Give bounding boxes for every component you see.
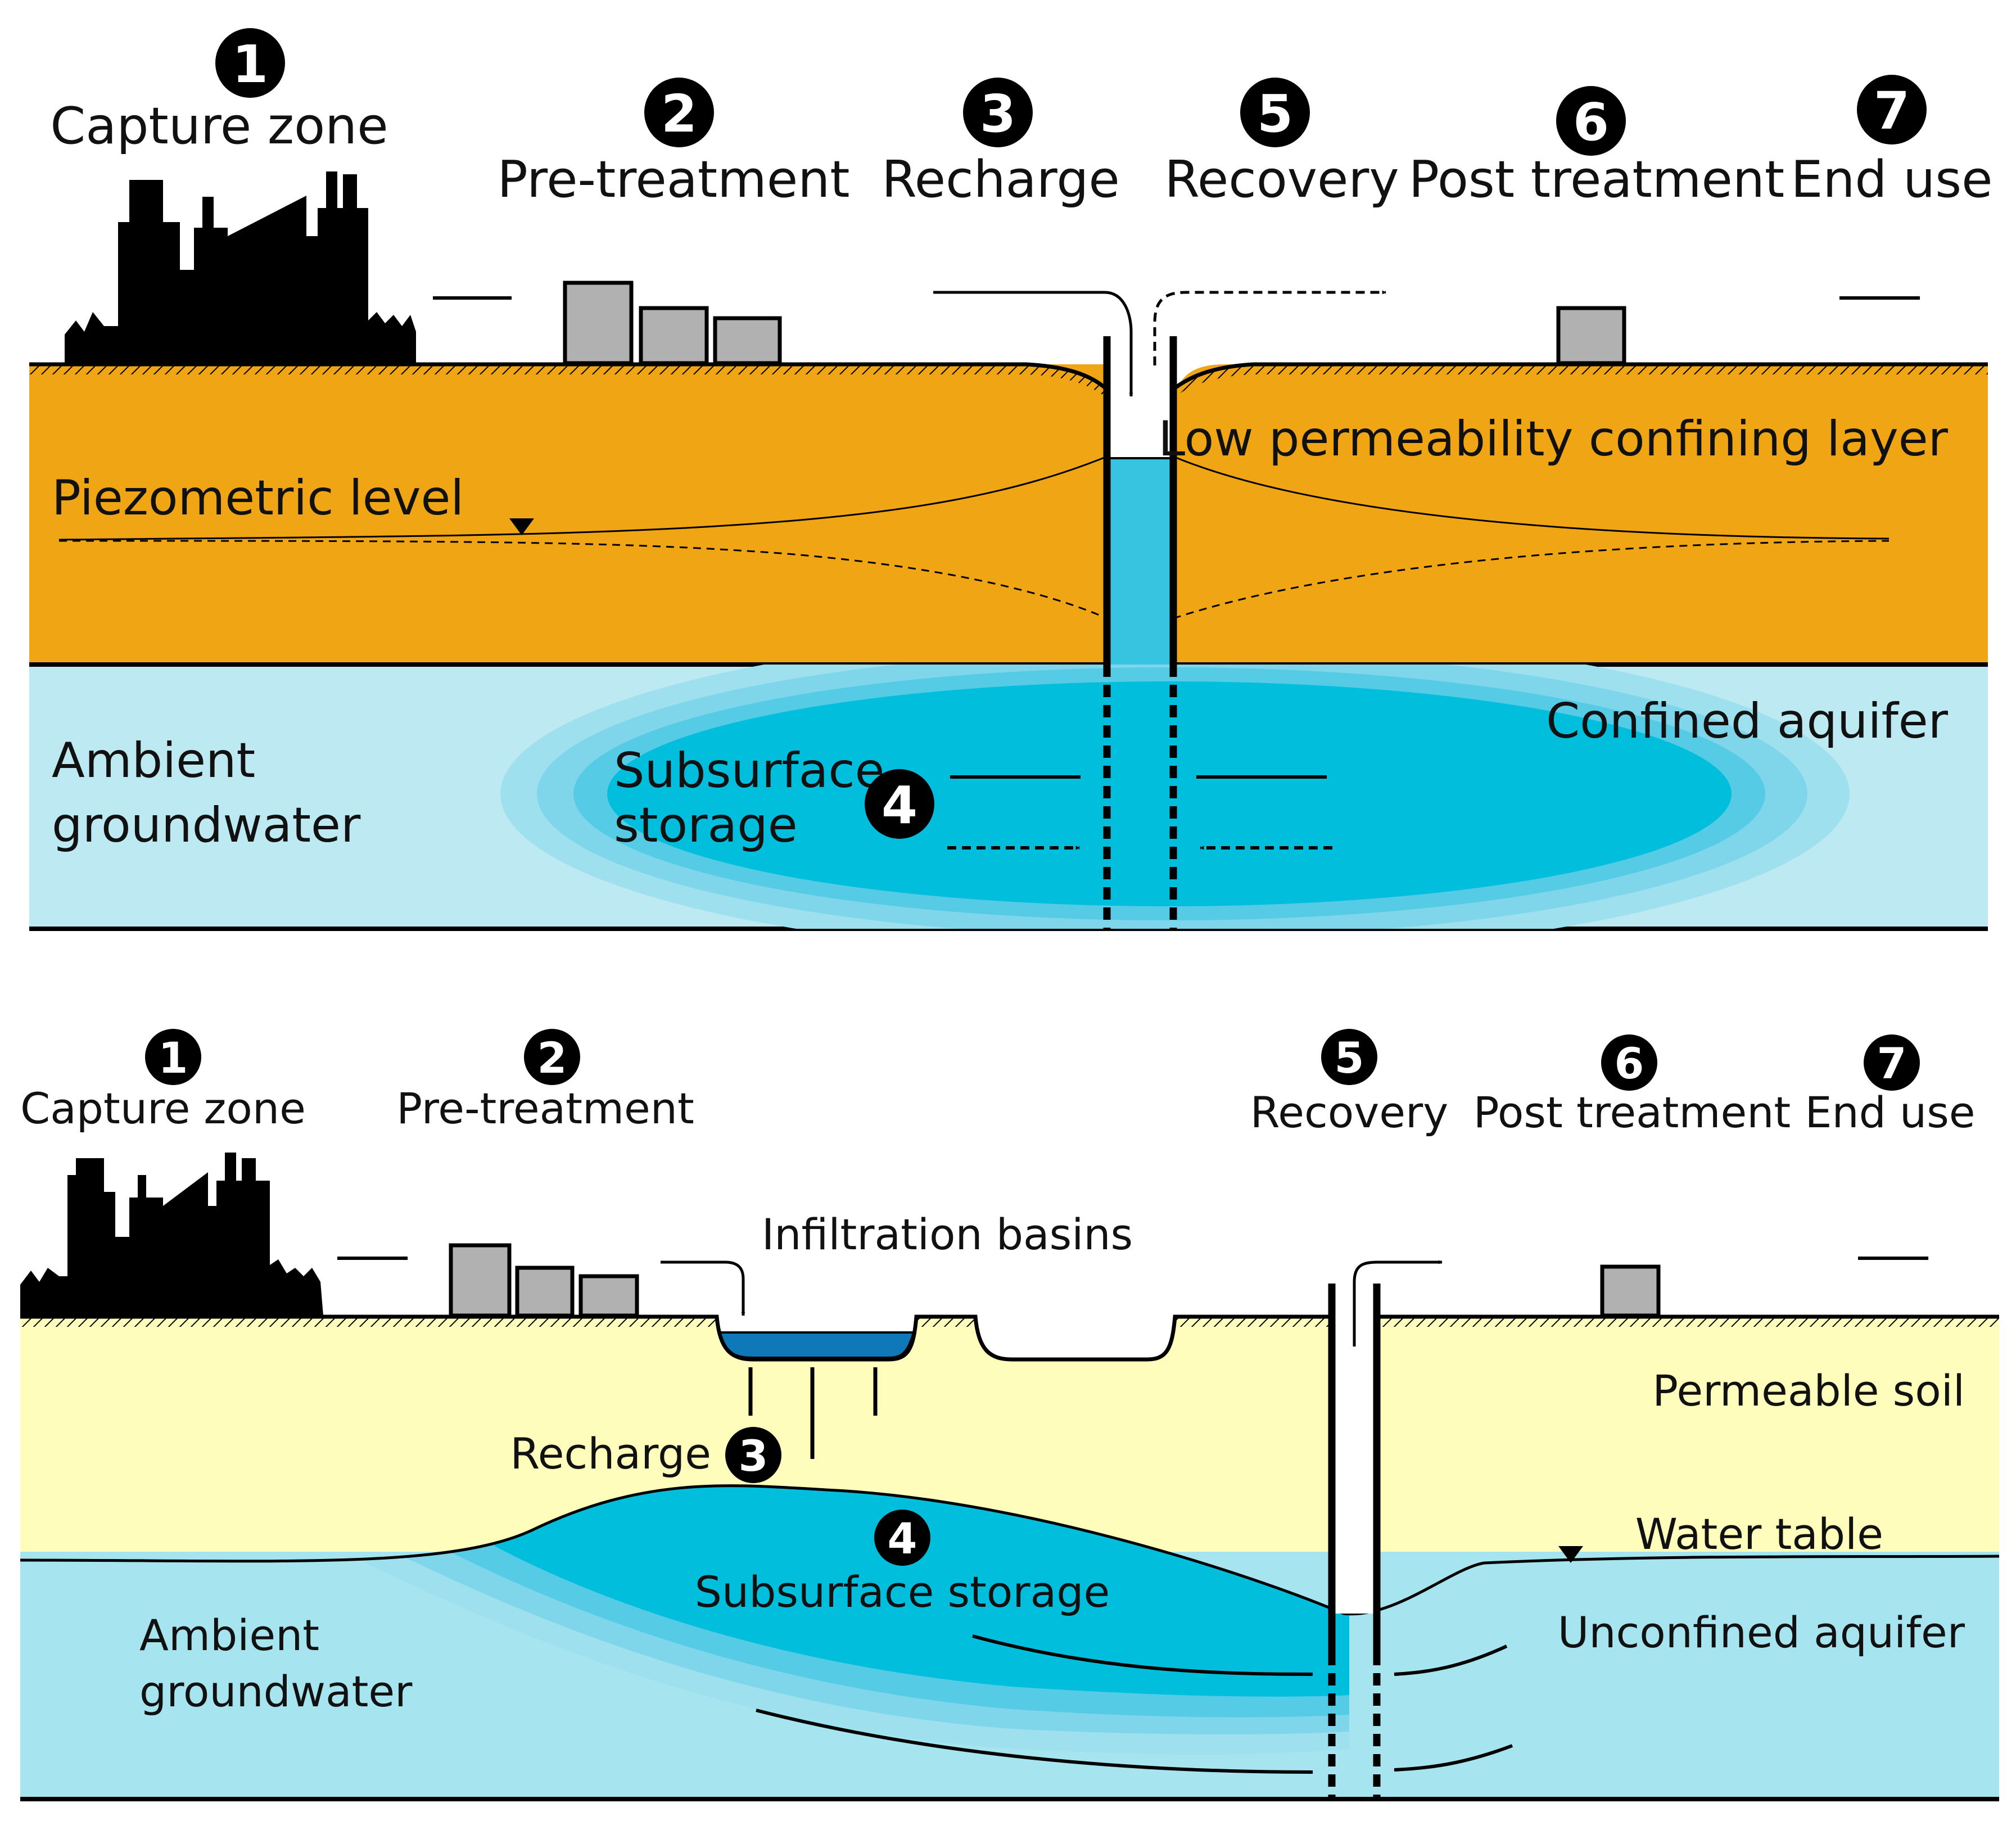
bottom-ground-surface xyxy=(20,1314,1999,1362)
confining-layer-right xyxy=(1175,364,1988,665)
step-7-end-use: 7 End use xyxy=(1791,75,1993,209)
ground-hatch xyxy=(29,364,1105,397)
piezometric-cone-line xyxy=(58,540,1108,620)
bottom-recharge-inflow-arrow xyxy=(661,1260,745,1316)
bottom-pretreatment-buildings xyxy=(449,1243,639,1318)
svg-text:4: 4 xyxy=(888,1513,917,1564)
well-air xyxy=(1109,337,1172,458)
bottom-capture-zone-label: Capture zone xyxy=(20,1083,306,1133)
svg-text:6: 6 xyxy=(1573,92,1609,152)
bottom-ambient-groundwater-label-2: groundwater xyxy=(139,1666,413,1716)
water-table-line xyxy=(20,1484,2000,1616)
step-6-post-treatment: 6 Post treatment xyxy=(1409,86,1784,209)
bottom-step-2-pretreatment: 2 Pre-treatment xyxy=(396,1029,694,1133)
recovery-label: Recovery xyxy=(1164,150,1399,209)
bottom-step-4-storage: 4 xyxy=(874,1510,930,1566)
bottom-post-treatment-label: Post treatment xyxy=(1473,1087,1791,1137)
bottom-subsurface-storage-label: Subsurface storage xyxy=(695,1567,1110,1617)
ambient-groundwater-label-1: Ambient xyxy=(52,733,255,789)
flow-arrow-storage-upper xyxy=(972,1634,1313,1677)
piezometric-mound-line xyxy=(58,455,1108,541)
ground-hatch-right xyxy=(1175,364,1988,397)
end-use-label: End use xyxy=(1791,150,1993,209)
recharge-label: Recharge xyxy=(882,150,1119,209)
confining-layer-label: Low permeability confining layer xyxy=(1158,411,1948,467)
post-treatment-label: Post treatment xyxy=(1409,150,1784,209)
svg-text:4: 4 xyxy=(882,775,917,835)
bottom-step-6-post-treatment: 6 Post treatment xyxy=(1473,1034,1791,1137)
bottom-recovery-label: Recovery xyxy=(1250,1087,1448,1137)
confined-aquifer-label: Confined aquifer xyxy=(1546,693,1949,749)
bottom-recharge-label: Recharge xyxy=(510,1429,711,1479)
piezometric-mound-line-right xyxy=(1173,455,1890,540)
ambient-groundwater-label-2: groundwater xyxy=(52,797,361,853)
step-1-capture: 1 Capture zone xyxy=(50,28,388,156)
bottom-panel: 1 Capture zone 2 Pre-treatment 5 Recover… xyxy=(20,1029,2000,1801)
svg-text:2: 2 xyxy=(537,1033,567,1083)
ground-surface-line xyxy=(29,362,1988,390)
svg-text:5: 5 xyxy=(1257,84,1293,144)
permeable-soil xyxy=(20,1317,1999,1569)
bottom-step-7-end-use: 7 End use xyxy=(1805,1034,1976,1137)
water-table-label: Water table xyxy=(1635,1509,1883,1559)
svg-text:3: 3 xyxy=(739,1431,769,1481)
flow-arrow-right-upper xyxy=(1394,1644,1508,1677)
bottom-step-1-capture: 1 Capture zone xyxy=(20,1029,306,1133)
svg-text:1: 1 xyxy=(232,34,268,94)
piezometric-level-marker-icon xyxy=(509,518,534,535)
subsurface-storage-label-1: Subsurface xyxy=(614,743,885,799)
water-table-marker-icon xyxy=(1558,1546,1583,1563)
infiltration-basin-water xyxy=(718,1331,915,1359)
well-water xyxy=(1109,458,1172,665)
top-panel: 1 Capture zone 2 Pre-treatment 3 Recharg… xyxy=(29,28,1993,931)
flow-arrow-right-lower xyxy=(1394,1744,1513,1772)
bottom-step-3-recharge: 3 xyxy=(725,1427,781,1483)
piezometric-cone-line-right xyxy=(1173,540,1890,620)
svg-text:7: 7 xyxy=(1874,81,1910,141)
bottom-step-5-recovery: 5 Recovery xyxy=(1250,1029,1448,1137)
subsurface-storage-label-2: storage xyxy=(614,797,798,853)
svg-text:3: 3 xyxy=(980,84,1016,144)
bottom-ambient-groundwater-label-1: Ambient xyxy=(139,1610,319,1660)
city-skyline-icon xyxy=(65,171,416,363)
flow-arrow-storage-lower xyxy=(756,1709,1313,1774)
svg-text:2: 2 xyxy=(661,84,697,144)
step-2-pretreatment: 2 Pre-treatment xyxy=(497,78,850,209)
capture-zone-label: Capture zone xyxy=(50,97,388,156)
svg-text:1: 1 xyxy=(159,1033,188,1083)
step-4-storage: 4 xyxy=(865,769,934,839)
bottom-end-use-label: End use xyxy=(1805,1087,1975,1137)
step-5-recovery: 5 Recovery xyxy=(1164,78,1399,209)
permeable-soil-label: Permeable soil xyxy=(1652,1366,1965,1416)
svg-text:5: 5 xyxy=(1335,1033,1364,1083)
pretreatment-buildings xyxy=(563,281,782,365)
svg-text:7: 7 xyxy=(1877,1038,1907,1088)
bottom-pre-treatment-label: Pre-treatment xyxy=(396,1083,694,1133)
infiltration-basins-label: Infiltration basins xyxy=(762,1209,1133,1259)
step-3-recharge: 3 Recharge xyxy=(882,78,1120,209)
recharge-inflow-arrow xyxy=(933,291,1133,397)
recovery-outflow-arrow xyxy=(1153,290,1386,365)
bottom-post-treatment-building xyxy=(1600,1264,1661,1318)
unconfined-aquifer-label: Unconfined aquifer xyxy=(1558,1607,1965,1657)
bottom-city-skyline-icon xyxy=(20,1153,323,1316)
piezometric-level-label: Piezometric level xyxy=(52,470,464,526)
svg-text:6: 6 xyxy=(1615,1038,1644,1088)
pre-treatment-label: Pre-treatment xyxy=(497,150,849,209)
confining-layer xyxy=(29,364,1114,665)
bottom-ground-hatch xyxy=(20,1317,1999,1327)
bottom-recovery-outflow-arrow xyxy=(1353,1260,1443,1347)
post-treatment-building xyxy=(1556,306,1626,365)
